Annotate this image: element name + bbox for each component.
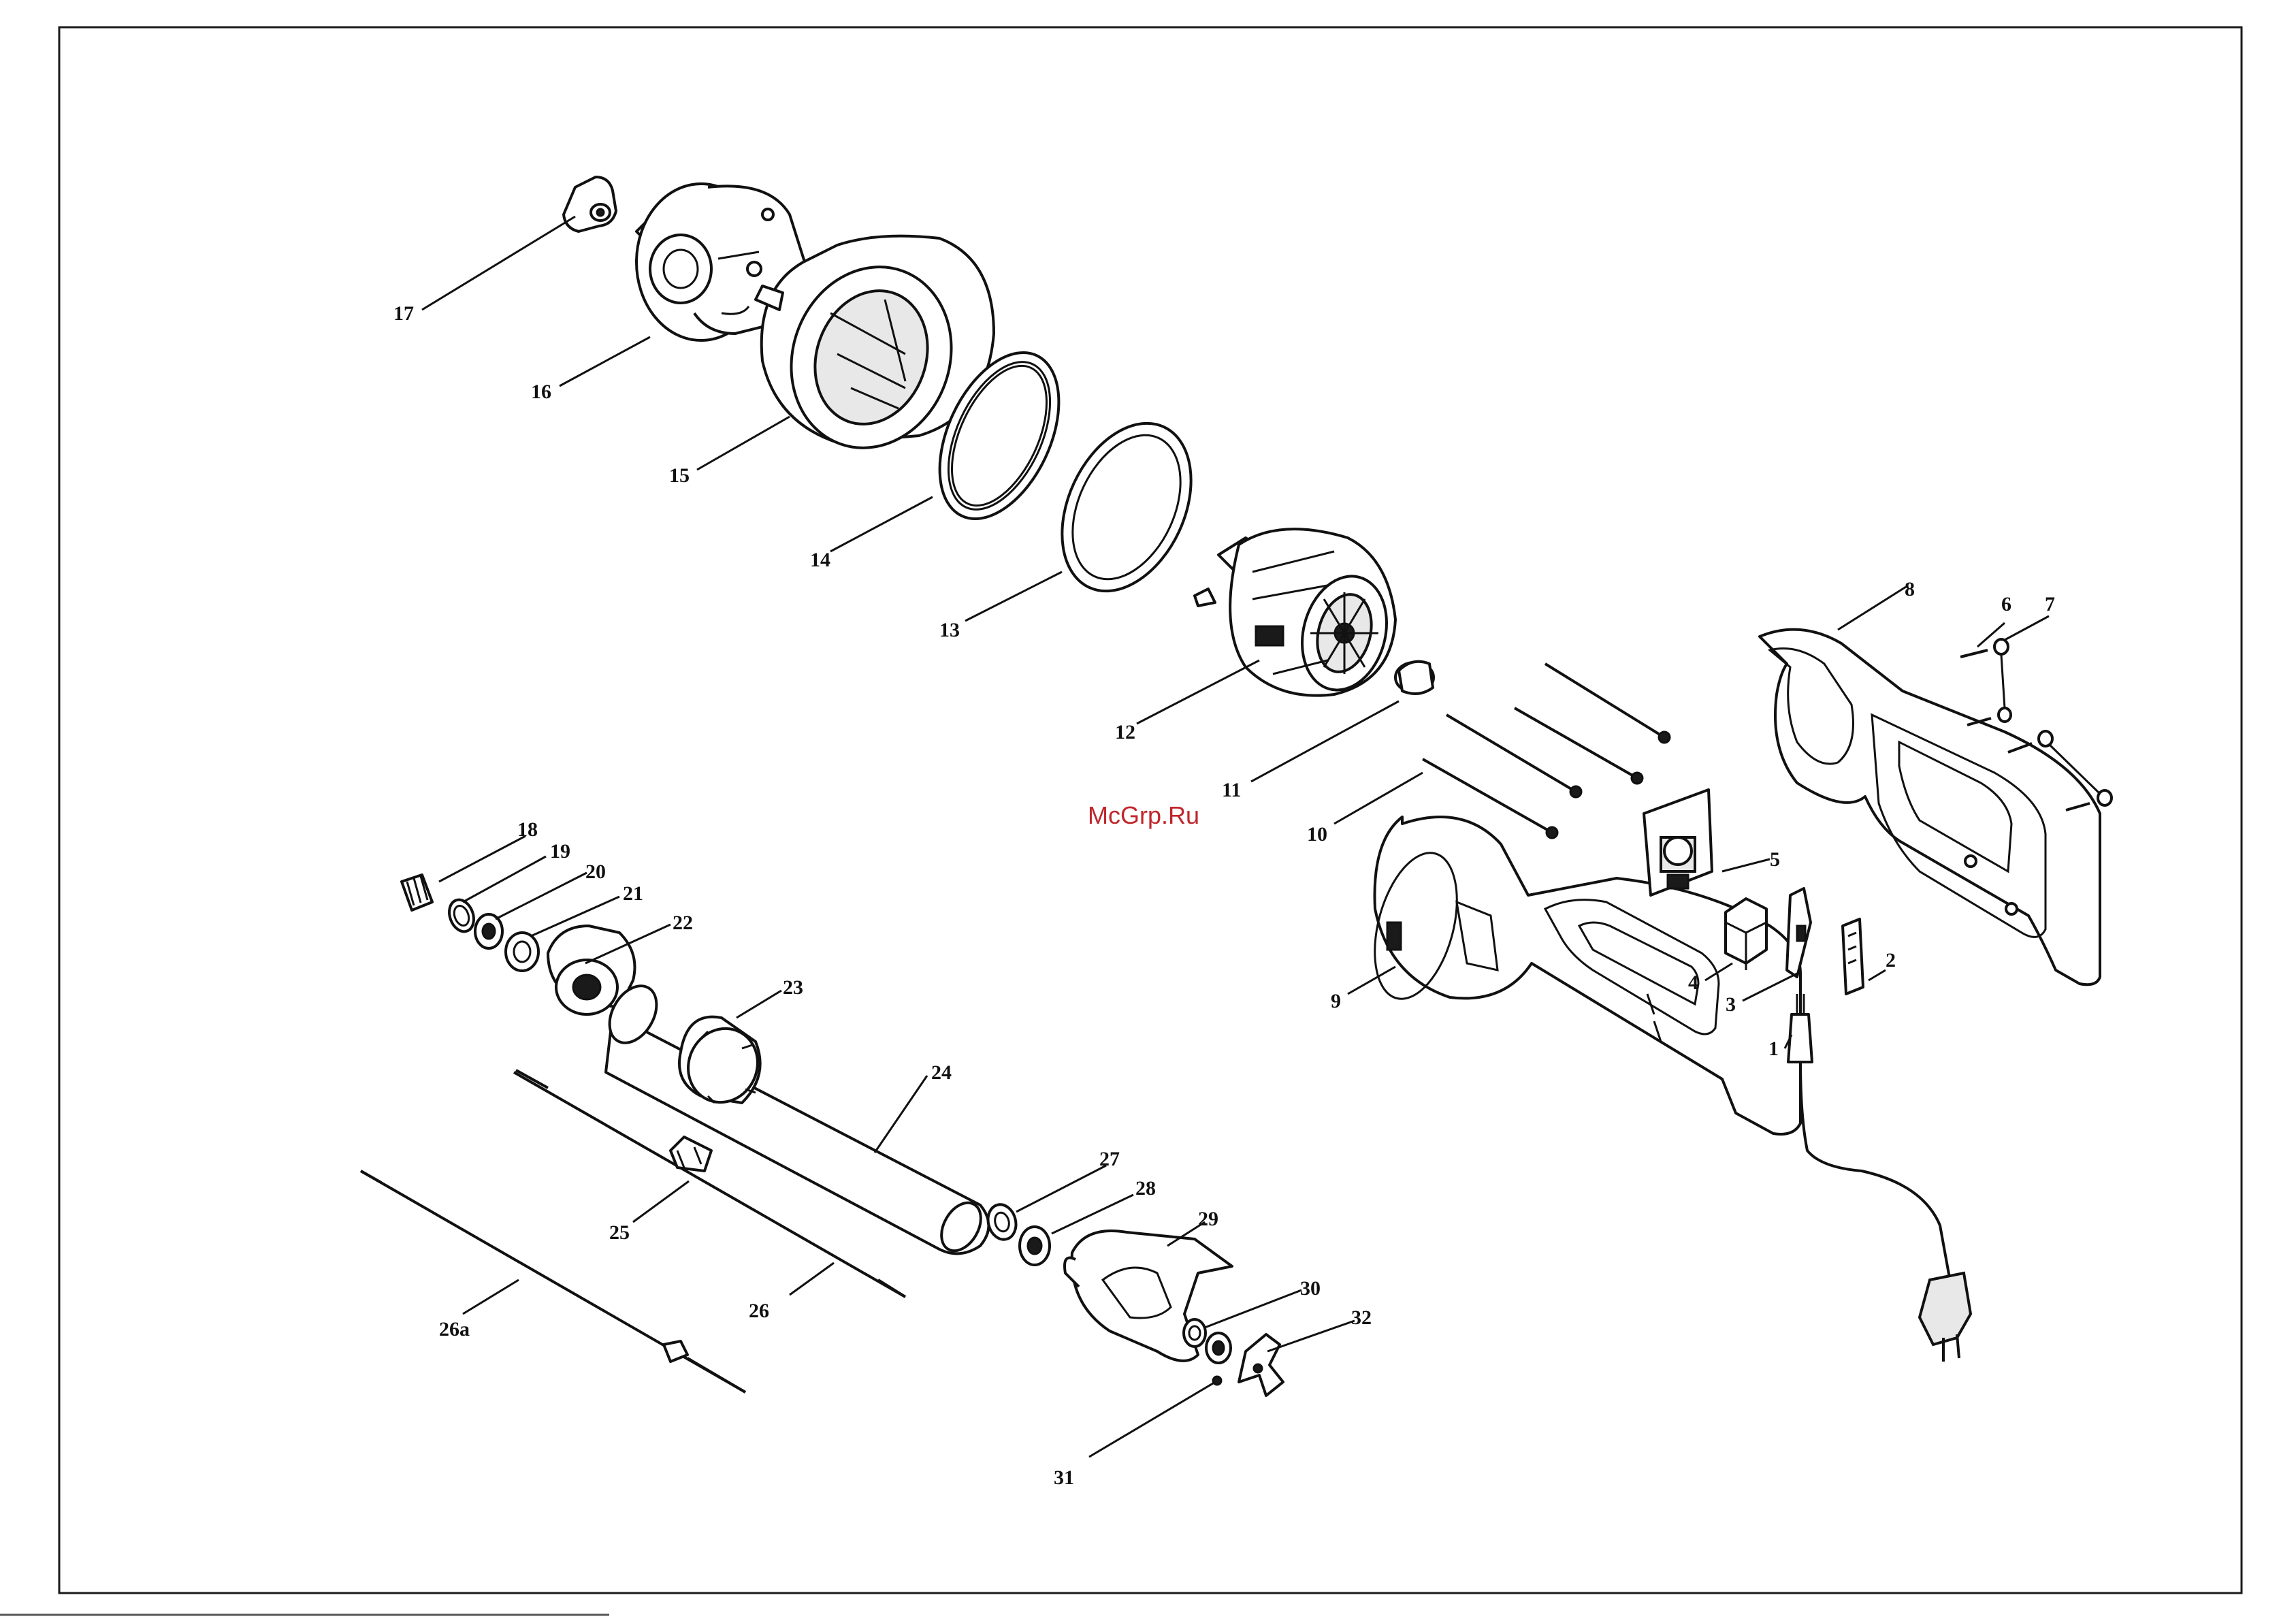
callout-6: 6 [2001, 593, 2011, 615]
part-21-bearing [506, 933, 538, 971]
callout-16: 16 [531, 381, 551, 403]
callout-20: 20 [585, 861, 606, 883]
callout-28: 28 [1135, 1177, 1156, 1200]
callout-3: 3 [1726, 993, 1736, 1016]
callout-4: 4 [1688, 971, 1698, 994]
callout-18: 18 [517, 818, 538, 841]
callout-22: 22 [673, 912, 693, 934]
callout-8: 8 [1905, 578, 1915, 600]
callout-13: 13 [939, 619, 960, 641]
part-27-bearing [984, 1202, 1020, 1243]
leader-lines [422, 216, 2049, 1457]
callout-32: 32 [1351, 1306, 1372, 1329]
callout-11: 11 [1222, 779, 1241, 801]
callout-27: 27 [1099, 1148, 1120, 1170]
callout-15: 15 [669, 464, 690, 487]
part-10-screws [1423, 664, 1670, 838]
callout-10: 10 [1307, 823, 1327, 846]
callout-14: 14 [810, 549, 830, 571]
part-24-shaft-tube [600, 978, 989, 1257]
part-26a-alt-shaft [361, 1171, 745, 1392]
part-31-pin [1213, 1377, 1221, 1385]
part-18-pinion [402, 875, 432, 910]
part-13-band [1037, 402, 1216, 611]
callout-9: 9 [1331, 990, 1341, 1012]
part-11-bushing [1395, 662, 1434, 694]
callout-21: 21 [623, 882, 643, 905]
callout-2: 2 [1886, 949, 1896, 971]
part-12-motor [1195, 529, 1399, 699]
part-3-bracket [1787, 888, 1811, 977]
part-17-cap [564, 177, 616, 231]
callout-1: 1 [1768, 1038, 1779, 1060]
callout-29: 29 [1198, 1208, 1218, 1230]
callout-7: 7 [2045, 593, 2055, 615]
callout-25: 25 [609, 1221, 630, 1244]
callout-26a: 26a [439, 1318, 470, 1340]
part-8-housing-half [1760, 630, 2100, 985]
part-5-switch [1644, 790, 1712, 895]
callout-31: 31 [1054, 1466, 1074, 1489]
part-28-bearing [1020, 1227, 1050, 1265]
part-1-power-cord [1788, 994, 1971, 1362]
part-20-bearing [475, 914, 502, 948]
watermark-text: McGrp.Ru [1088, 801, 1199, 829]
part-32-blade [1239, 1334, 1283, 1396]
callout-5: 5 [1770, 848, 1780, 871]
callout-17: 17 [393, 302, 414, 325]
callout-23: 23 [783, 976, 803, 999]
callout-12: 12 [1115, 721, 1135, 743]
part-25-clip [670, 1137, 711, 1171]
callout-24: 24 [931, 1061, 952, 1084]
callout-26: 26 [749, 1300, 769, 1322]
part-2-label-plate [1843, 919, 1863, 994]
part-9-handle-housing [1360, 817, 1800, 1134]
callout-30: 30 [1300, 1277, 1321, 1300]
part-19-washer [445, 897, 478, 935]
callout-19: 19 [550, 840, 570, 863]
